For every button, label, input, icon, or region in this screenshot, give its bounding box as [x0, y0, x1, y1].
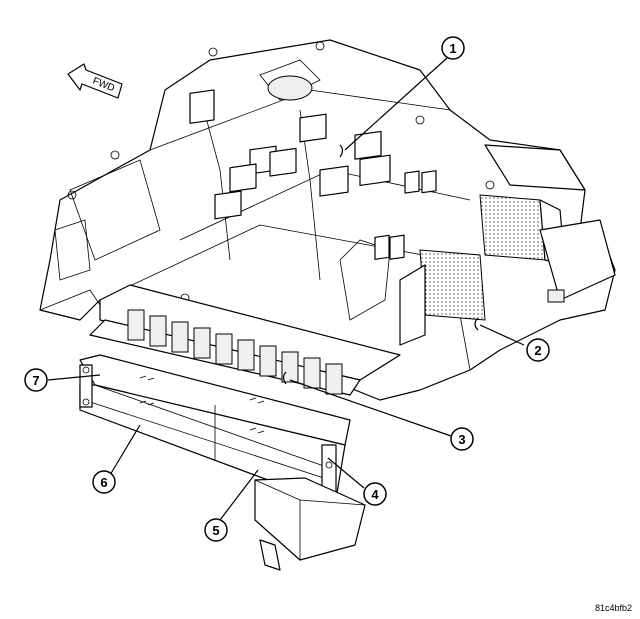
- callout-5: 5: [204, 518, 228, 542]
- callout-3: 3: [450, 427, 474, 451]
- callout-7-label: 7: [32, 373, 39, 388]
- relays-upper: [189, 89, 437, 260]
- right-modules: [399, 144, 616, 346]
- callout-7: 7: [24, 368, 48, 392]
- fwd-arrow: FWD: [67, 63, 123, 99]
- callout-5-label: 5: [212, 523, 219, 538]
- callout-6: 6: [92, 470, 116, 494]
- callout-4: 4: [363, 482, 387, 506]
- connector-cover: [254, 477, 366, 571]
- leader-lines: [47, 57, 525, 521]
- callout-1-label: 1: [449, 41, 456, 56]
- callout-4-label: 4: [371, 487, 379, 502]
- fuse-panel: [89, 284, 401, 396]
- callout-2: 2: [526, 338, 550, 362]
- callout-3-label: 3: [458, 432, 465, 447]
- callout-6-label: 6: [100, 475, 107, 490]
- callout-2-label: 2: [534, 343, 541, 358]
- callout-1: 1: [441, 36, 465, 60]
- figure-reference: 81c4bfb2: [594, 603, 632, 613]
- fuse-slots: [127, 309, 343, 395]
